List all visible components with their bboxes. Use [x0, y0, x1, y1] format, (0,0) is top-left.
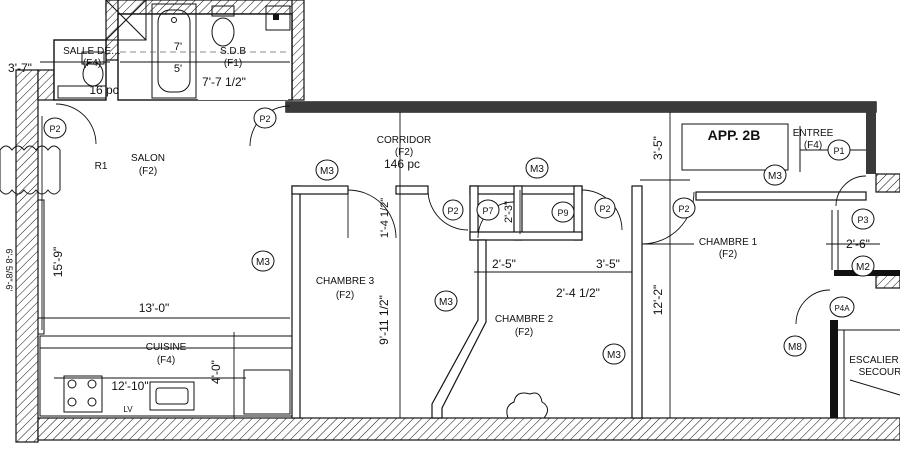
- dim-closet-b: 3'-5": [596, 257, 620, 271]
- room-entree-code: (F4): [804, 140, 822, 151]
- dimension-lines: [38, 61, 880, 418]
- tag-lv: LV: [123, 405, 133, 414]
- tag-p2-d: P2: [447, 206, 458, 216]
- tag-p2-c: P2: [678, 204, 689, 214]
- dim-corridor-a: 1'-4 1/2": [379, 198, 391, 238]
- tag-m3-f: M3: [607, 350, 621, 361]
- room-salle-deau-name: SALLE DE…: [63, 46, 121, 57]
- room-cuisine-code: (F4): [157, 355, 175, 366]
- room-chambre1-code: (F2): [719, 249, 737, 260]
- escalier-line2: SECOUR: [859, 367, 900, 378]
- tag-m3-d: M3: [256, 257, 270, 268]
- room-chambre2-code: (F2): [515, 327, 533, 338]
- dim-salon-height: 15'-9": [51, 247, 65, 278]
- radiator: [0, 145, 61, 195]
- room-chambre3-code: (F2): [336, 290, 354, 301]
- room-salon-code: (F2): [139, 166, 157, 177]
- tag-m3-b: M3: [530, 164, 544, 175]
- dim-salon-width: 13'-0": [139, 301, 170, 315]
- room-salle-deau-area: 16 pc: [89, 83, 118, 97]
- room-corridor-name: CORRIDOR: [377, 135, 431, 146]
- dim-sdb-width: 7'-7 1/2": [202, 75, 246, 89]
- dim-closet-a: 2'-5": [492, 257, 516, 271]
- dim-cuisine-width: 12'-10": [111, 379, 148, 393]
- tag-p7: P7: [482, 206, 493, 216]
- unit-label: APP. 2B: [708, 127, 761, 143]
- dim-chambre3-height: 9'-11 1/2": [377, 295, 391, 345]
- tag-p2-a: P2: [49, 124, 60, 134]
- tag-p1: P1: [833, 146, 844, 156]
- room-corridor-area: 146 pc: [384, 157, 420, 171]
- room-chambre3-name: CHAMBRE 3: [316, 276, 375, 287]
- tag-m8: M8: [788, 342, 802, 353]
- room-chambre2-name: CHAMBRE 2: [495, 314, 554, 325]
- tag-m3-e: M3: [439, 297, 453, 308]
- plant: [506, 392, 548, 419]
- dim-right-a: 2'-6": [846, 237, 870, 251]
- dim-cuisine-height: 4'-0": [209, 360, 223, 384]
- tag-m3-c: M3: [768, 171, 782, 182]
- tag-p9: P9: [557, 208, 568, 218]
- tag-p4a: P4A: [834, 304, 850, 313]
- dim-left-side: 6'-8 5/8"-6': [4, 249, 14, 292]
- dim-sdb-small2: 5': [174, 63, 182, 75]
- dim-top-left: 3'-7": [8, 61, 32, 75]
- tag-bubbles: [43, 107, 875, 365]
- dim-closet-depth: 2'-3": [503, 201, 515, 223]
- room-entree-name: ENTREE: [793, 128, 834, 139]
- room-sdb-name: S.D.B: [220, 46, 246, 57]
- bathroom-sdb: [105, 0, 293, 101]
- escalier-line1: ESCALIER: [849, 355, 898, 366]
- room-salle-deau-code: (F4): [83, 58, 101, 69]
- dim-closet-c: 2'-4 1/2": [556, 286, 600, 300]
- dim-entree-height: 3'-5": [651, 136, 665, 160]
- room-sdb-code: (F1): [224, 58, 242, 69]
- room-chambre1-name: CHAMBRE 1: [699, 237, 758, 248]
- room-cuisine-name: CUISINE: [146, 342, 187, 353]
- exterior-walls: [15, 0, 900, 443]
- tag-m2: M2: [856, 262, 870, 273]
- tag-p3: P3: [857, 215, 868, 225]
- dim-sdb-small: 7': [174, 41, 182, 53]
- room-salon-name: SALON: [131, 153, 165, 164]
- dim-chambre1-height: 12'-2": [651, 285, 665, 316]
- tag-p2-e: P2: [599, 204, 610, 214]
- interior-walls: [37, 123, 900, 419]
- room-corridor-code: (F2): [395, 147, 413, 158]
- tag-p2-b: P2: [259, 114, 270, 124]
- tag-r1: R1: [95, 161, 108, 172]
- tag-m3-a: M3: [320, 166, 334, 177]
